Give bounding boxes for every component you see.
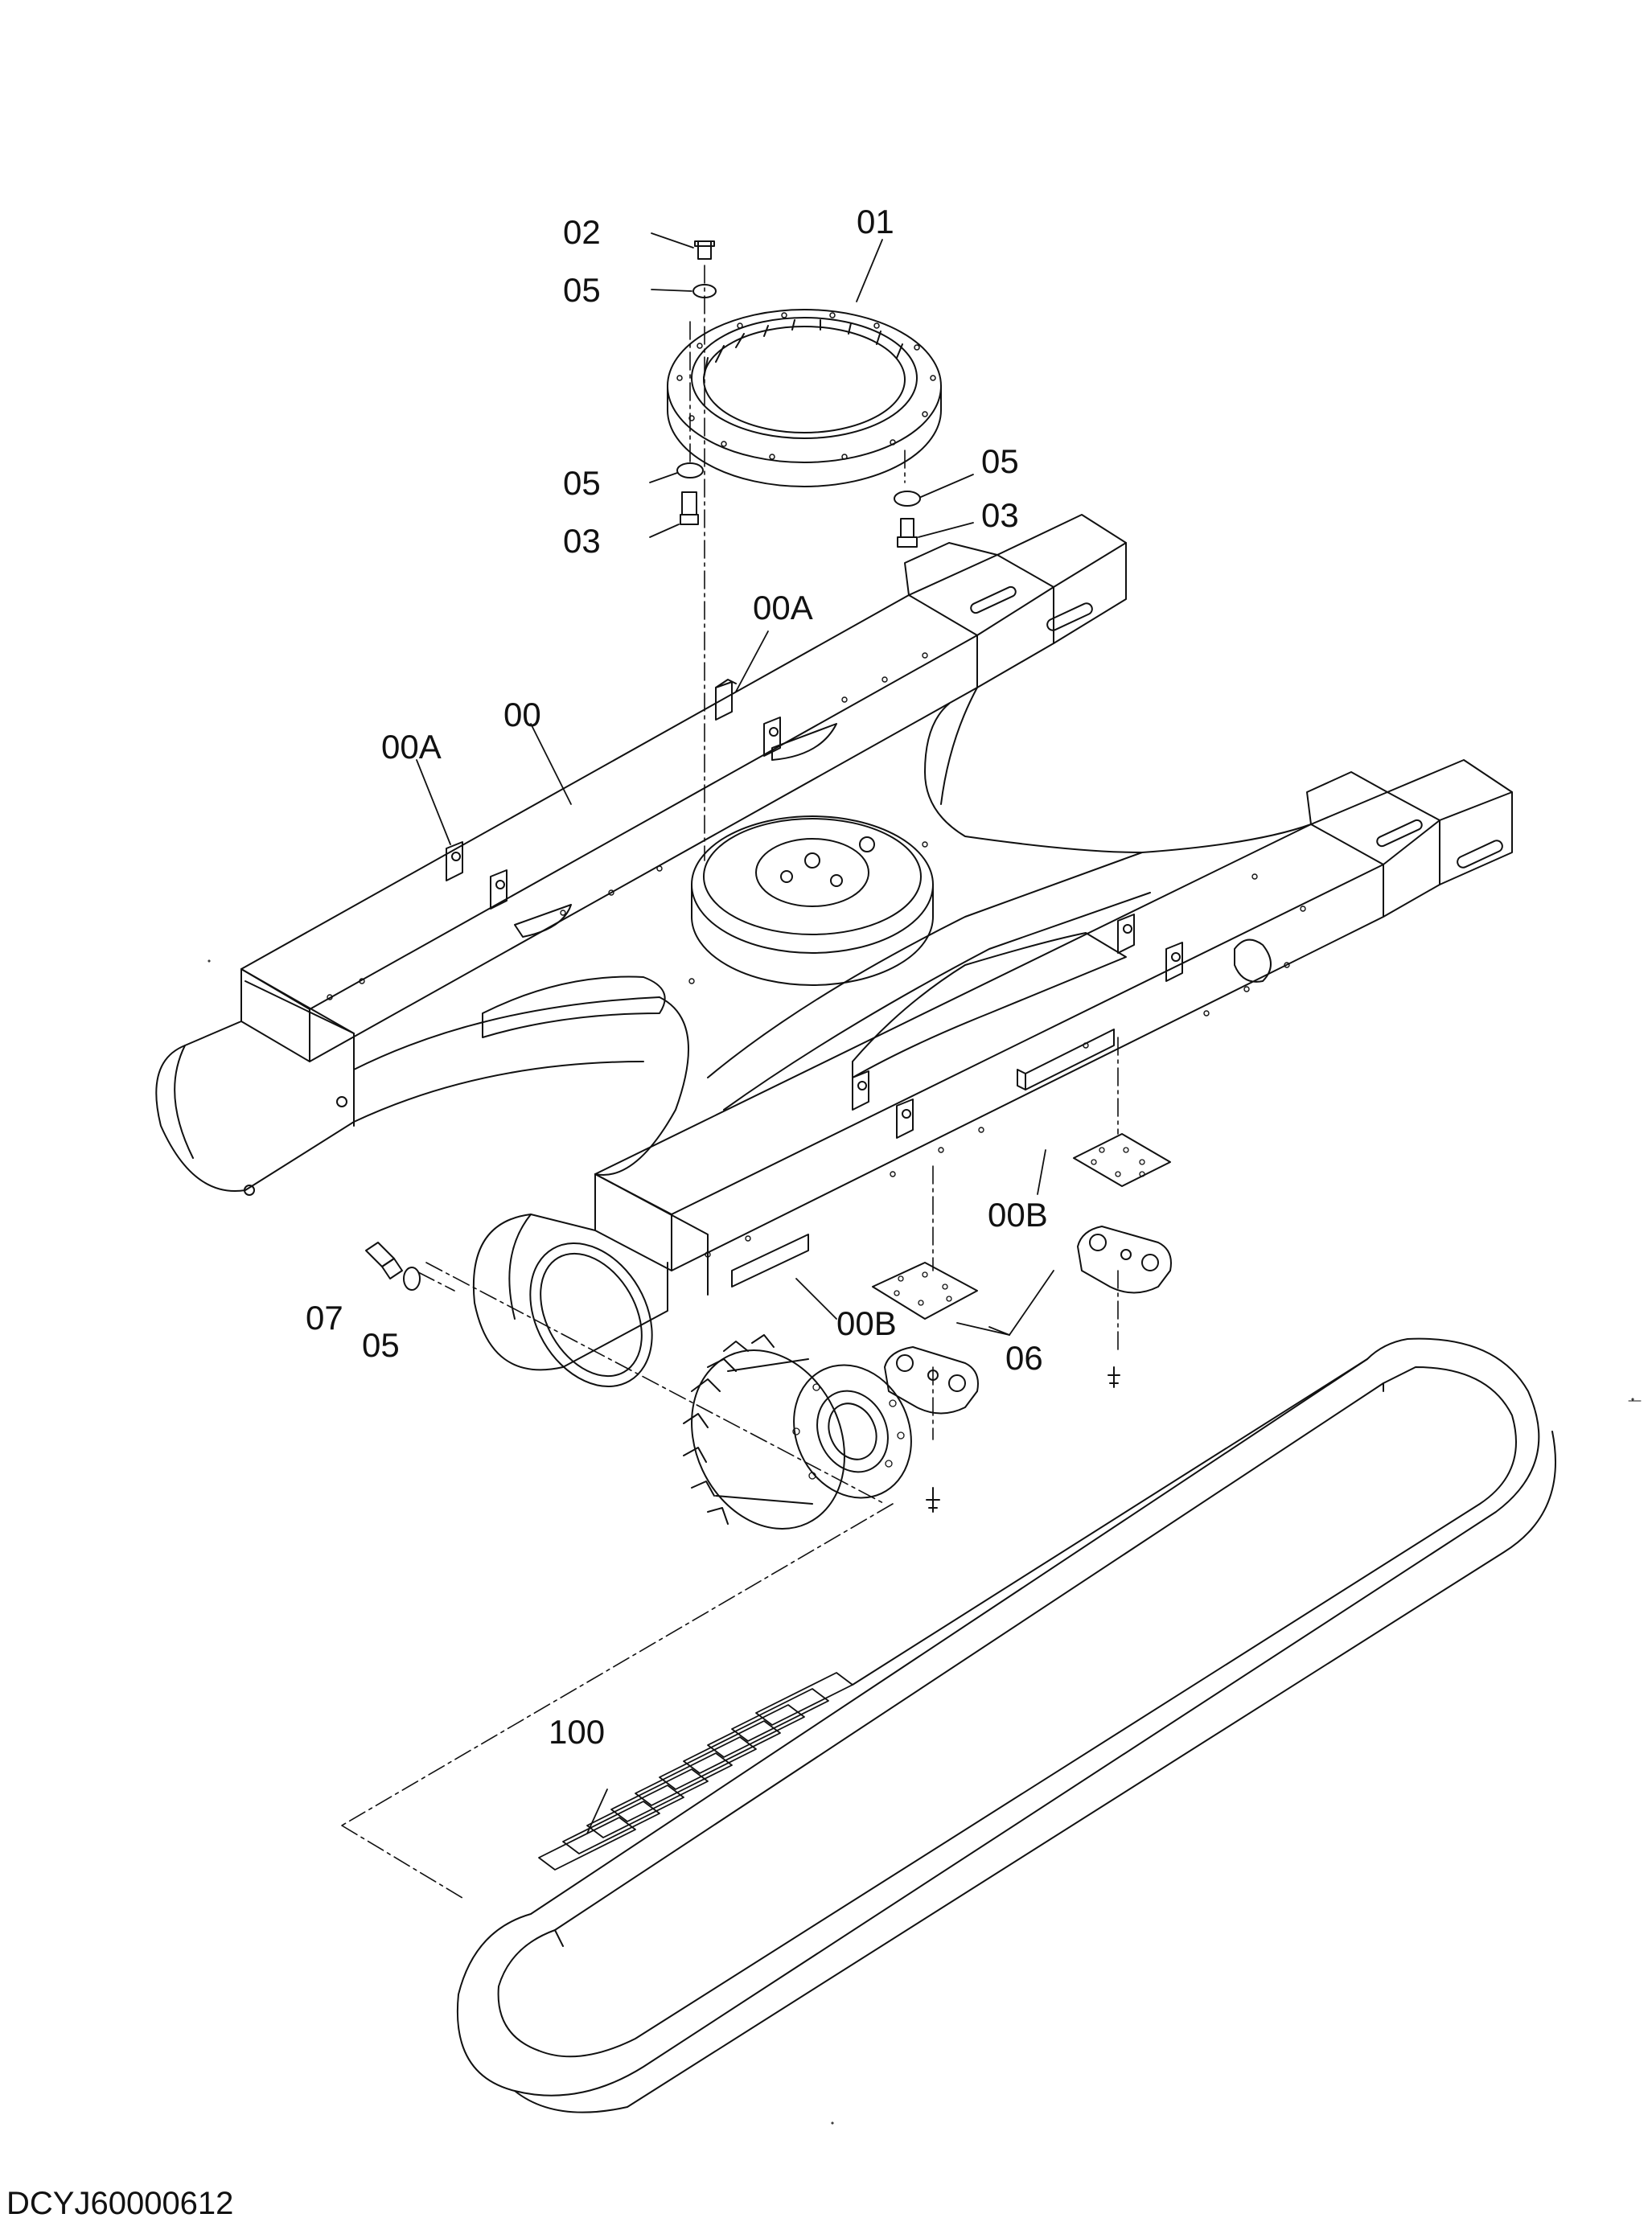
callout-01: 01 [857,203,894,240]
travel-motor-sprocket [664,1325,933,1555]
callout-05-bottom: 05 [362,1326,400,1364]
bolt-02 [695,241,714,259]
document-id: DCYJ60000612 [6,2186,234,2221]
bolt-03-left [680,492,698,524]
callout-03-right: 03 [981,496,1019,534]
callout-05-top: 05 [563,271,601,309]
callout-00A-left: 00A [381,728,442,766]
alignment-lines [342,265,1118,1898]
track-frame [156,515,1512,1408]
callout-05-left: 05 [563,464,601,502]
callout-00B-right: 00B [988,1196,1048,1234]
callout-00B-left: 00B [836,1304,897,1342]
washer-05-right [894,491,920,506]
callout-06: 06 [1005,1339,1043,1377]
callout-00A-right: 00A [753,589,813,626]
washer-05-bottom [404,1267,420,1290]
callout-05-right: 05 [981,442,1019,480]
rubber-track [458,1339,1555,2113]
swing-bearing [668,310,941,487]
callout-02: 02 [563,213,601,251]
leader-lines [417,233,1054,1834]
callout-100: 100 [549,1713,606,1751]
upper-rollers [885,1226,1171,1512]
callout-03-left: 03 [563,522,601,560]
callout-00: 00 [503,696,541,733]
bolt-07 [366,1242,402,1279]
scan-specks [208,960,1641,2124]
cover-plates-06 [873,1134,1170,1319]
callout-07: 07 [306,1299,343,1337]
bolt-03-right [898,519,917,547]
washer-05-left [677,463,703,478]
